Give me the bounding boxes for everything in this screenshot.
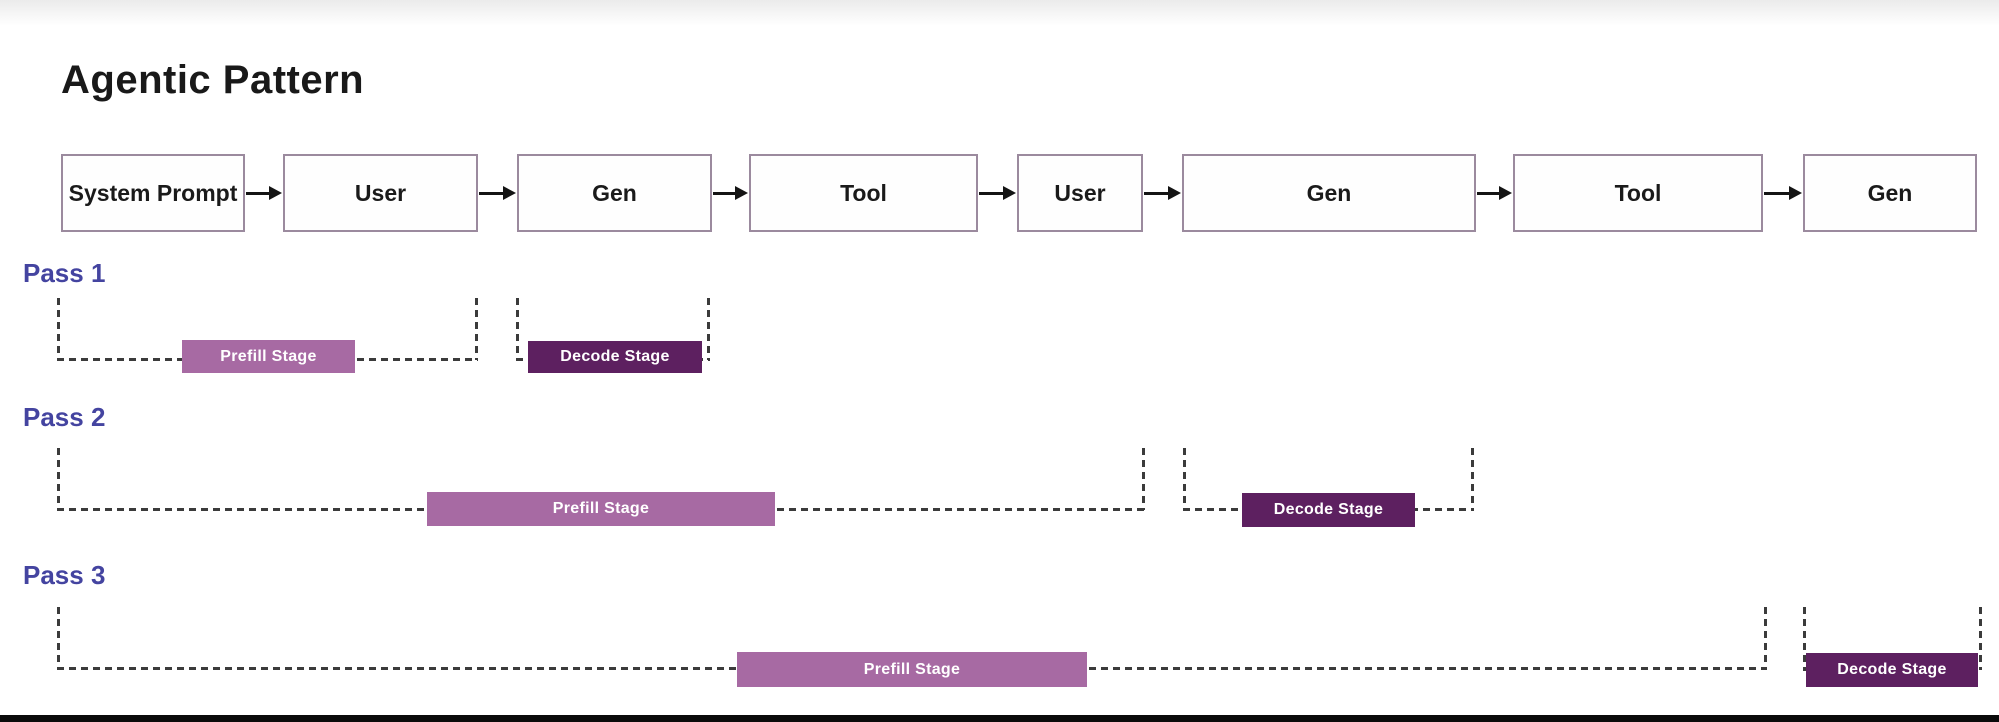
flow-box-label: Tool [1614, 179, 1662, 206]
bracket-right-dash [1471, 448, 1474, 510]
stage-bar-label: Decode Stage [560, 348, 670, 365]
flow-box-label: User [1054, 179, 1106, 206]
flow-arrow [713, 185, 748, 201]
arrow-head-icon [735, 186, 748, 200]
bracket-right-dash [1764, 607, 1767, 669]
arrow-head-icon [269, 186, 282, 200]
bracket-left-dash [1803, 607, 1806, 670]
flow-box-user-1: User [283, 154, 478, 232]
arrow-head-icon [1003, 186, 1016, 200]
pass-3-label: Pass 3 [23, 560, 106, 590]
arrow-head-icon [503, 186, 516, 200]
stage-bar-label: Decode Stage [1273, 501, 1384, 518]
flow-box-label: Gen [1867, 179, 1913, 206]
flow-box-gen-3: Gen [1803, 154, 1977, 232]
pass-1-label: Pass 1 [23, 258, 106, 288]
diagram-title: Agentic Pattern [61, 58, 365, 102]
stage-bar-label: Prefill Stage [552, 500, 650, 517]
bracket-right-dash [1142, 448, 1145, 510]
bracket-left-dash [57, 448, 60, 510]
flow-box-system-prompt: System Prompt [61, 154, 245, 232]
arrow-line [713, 192, 739, 195]
pass-1-decode-stage-bar: Decode Stage [528, 341, 702, 373]
flow-arrow [979, 185, 1016, 201]
arrow-line [479, 192, 507, 195]
pass-1-prefill-stage-bar: Prefill Stage [182, 340, 355, 373]
flow-box-gen-1: Gen [517, 154, 712, 232]
flow-arrow [1764, 185, 1802, 201]
flow-box-tool-1: Tool [749, 154, 978, 232]
stage-bar-label: Decode Stage [1837, 661, 1947, 678]
arrow-head-icon [1499, 186, 1512, 200]
pass-3-prefill-stage-bar: Prefill Stage [737, 652, 1087, 687]
top-fade-strip [0, 0, 1999, 26]
flow-box-label: User [354, 179, 407, 206]
flow-box-label: Gen [592, 179, 637, 206]
arrow-head-icon [1168, 186, 1181, 200]
flow-box-label: Tool [840, 179, 887, 206]
pass-2-label: Pass 2 [23, 402, 106, 432]
flow-box-label: Gen [1306, 179, 1352, 206]
bracket-left-dash [516, 298, 519, 360]
flow-box-gen-2: Gen [1182, 154, 1476, 232]
bracket-right-dash [1979, 607, 1982, 670]
bracket-right-dash [707, 298, 710, 360]
bracket-left-dash [57, 607, 60, 669]
pass-2-prefill-stage-bar: Prefill Stage [427, 492, 775, 526]
flow-box-user-2: User [1017, 154, 1143, 232]
bracket-left-dash [1183, 448, 1186, 510]
pass-2-decode-stage-bar: Decode Stage [1242, 493, 1415, 527]
arrow-head-icon [1789, 186, 1802, 200]
arrow-line [246, 192, 273, 195]
flow-arrow [246, 185, 282, 201]
bottom-border-bar [0, 715, 1999, 722]
pass-3-decode-stage-bar: Decode Stage [1806, 653, 1978, 687]
flow-arrow [1477, 185, 1512, 201]
arrow-line [979, 192, 1007, 195]
arrow-line [1764, 192, 1793, 195]
bracket-right-dash [475, 298, 478, 360]
bracket-left-dash [57, 298, 60, 360]
flow-arrow [1144, 185, 1181, 201]
flow-arrow [479, 185, 516, 201]
flow-box-tool-2: Tool [1513, 154, 1763, 232]
stage-bar-label: Prefill Stage [220, 347, 317, 365]
arrow-line [1144, 192, 1172, 195]
flow-box-label: System Prompt [68, 179, 238, 206]
arrow-line [1477, 192, 1503, 195]
stage-bar-label: Prefill Stage [863, 660, 961, 678]
